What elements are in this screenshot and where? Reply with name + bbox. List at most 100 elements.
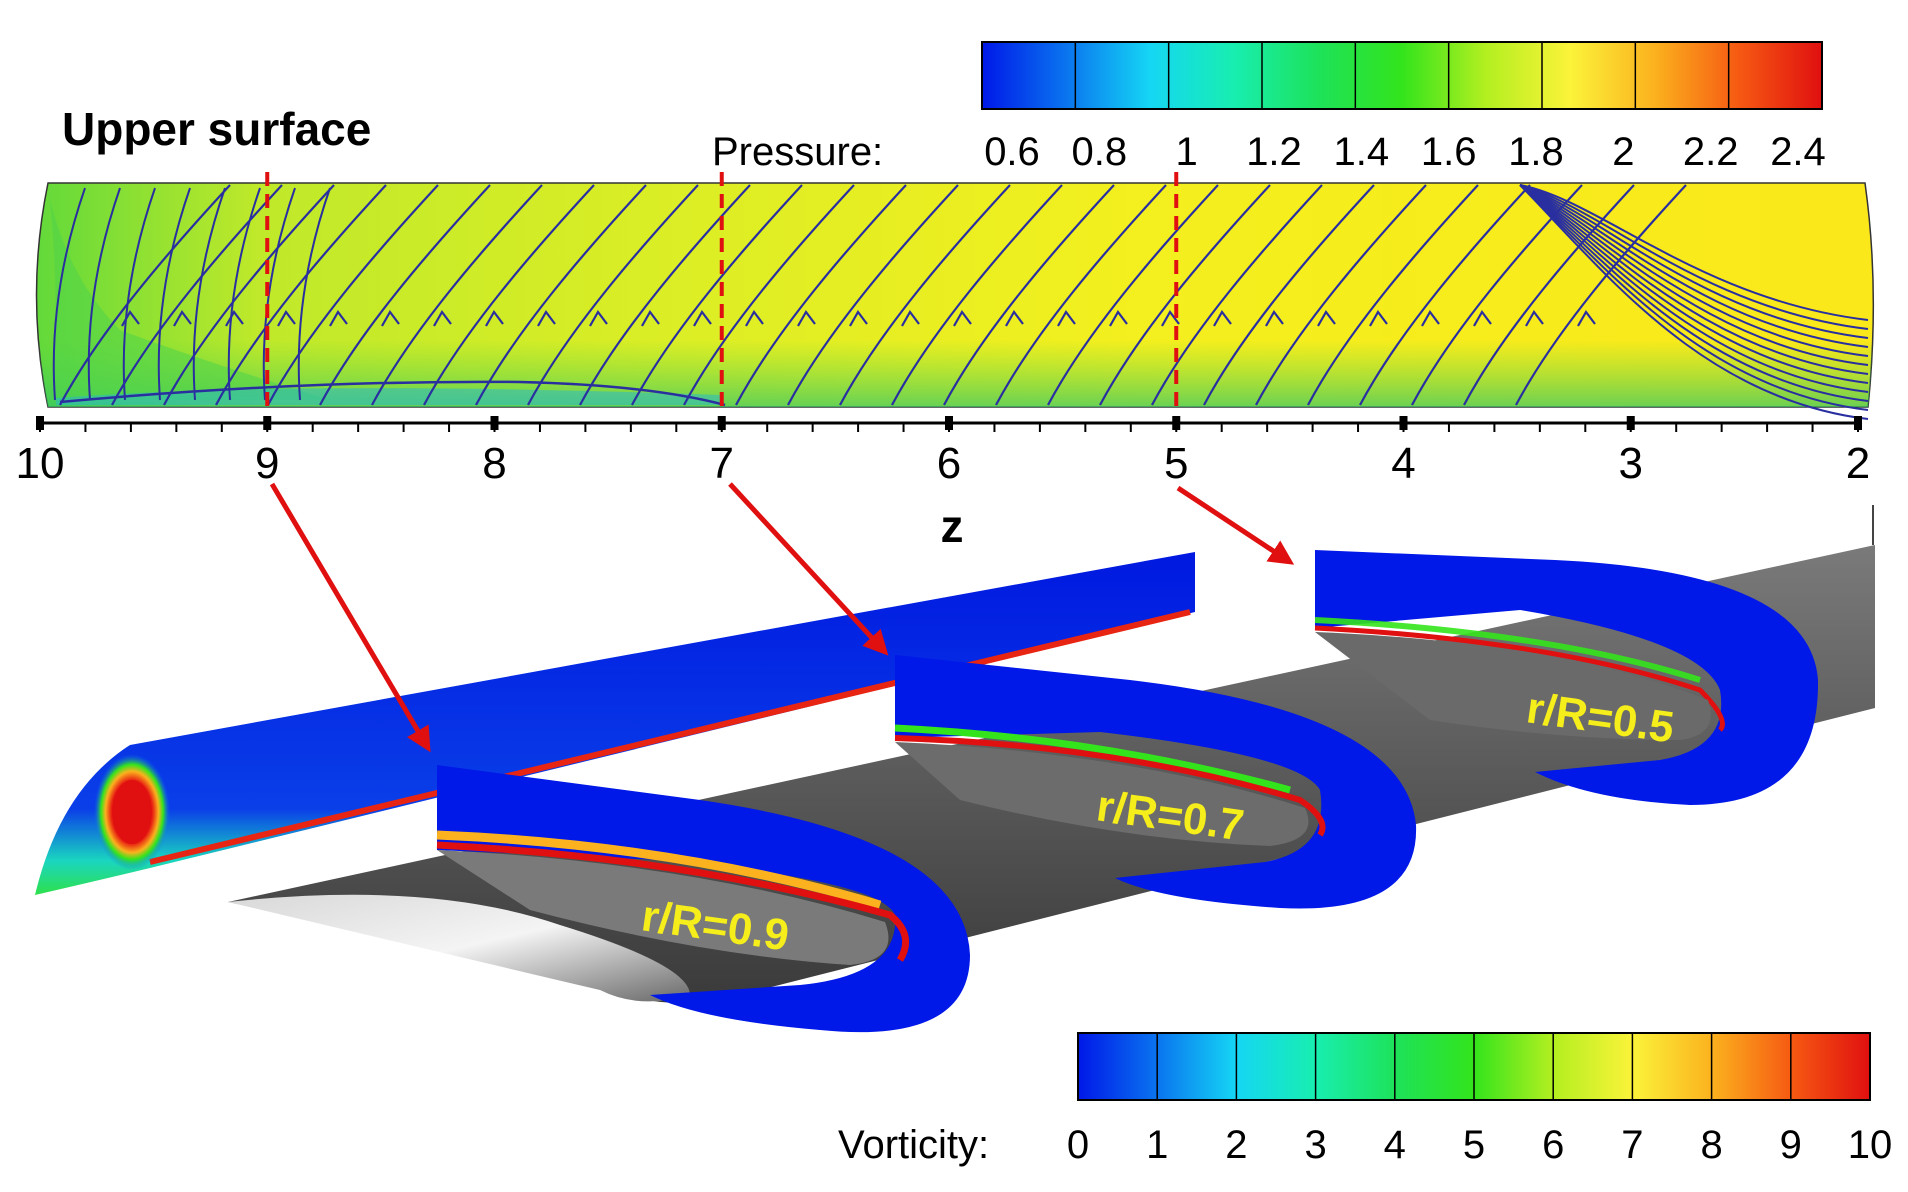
z-tick-label: 10 xyxy=(16,439,65,488)
streamline-tip xyxy=(157,187,191,401)
streamline xyxy=(319,184,491,406)
streamline xyxy=(787,184,959,406)
streamline xyxy=(1463,184,1635,406)
z-tick-label: 8 xyxy=(482,439,506,488)
surface-streamlines xyxy=(52,184,1869,420)
streamline-tip xyxy=(192,187,226,401)
tip-vortex-inner xyxy=(112,780,152,844)
z-tick-label: 9 xyxy=(255,439,279,488)
streamline-arrow xyxy=(121,310,140,327)
section-reference-lines xyxy=(265,172,1179,412)
streamline xyxy=(1151,184,1323,406)
slice-0.9-boundary-layer xyxy=(436,841,910,962)
slice-0.7-boundary-layer-halo xyxy=(894,724,1291,794)
streamline-arrow xyxy=(329,310,348,327)
slice-0.5-boundary-layer-halo xyxy=(1314,617,1701,683)
streamline-arrow xyxy=(1109,310,1128,327)
streamline xyxy=(1307,184,1479,406)
vorticity-colorbar-label: Vorticity: xyxy=(838,1123,989,1167)
section-arrows xyxy=(269,482,1295,753)
streamline-tip xyxy=(122,187,156,401)
streamline xyxy=(423,184,595,406)
streamline-inboard xyxy=(1519,184,1869,393)
streamline xyxy=(111,184,283,406)
streamline-arrow xyxy=(173,310,192,327)
streamline-arrow xyxy=(1161,310,1180,327)
streamline-inboard xyxy=(1519,184,1869,321)
streamline-arrow xyxy=(1265,310,1284,327)
streamline-inboard xyxy=(1519,184,1869,339)
streamline-tip xyxy=(87,187,121,401)
slice-0.5-boundary-layer xyxy=(1314,625,1725,732)
streamline-tip xyxy=(52,187,86,401)
streamline-inboard xyxy=(1519,184,1869,411)
vorticity-tick-label: 4 xyxy=(1384,1123,1406,1167)
blade-3d-view: r/R=0.5 r/R=0.7 r/R=0.9 xyxy=(35,482,1875,1033)
pressure-tick-label: 2.4 xyxy=(1770,130,1826,174)
streamline-arrow xyxy=(641,310,660,327)
streamline xyxy=(215,184,387,406)
vorticity-tick-label: 2 xyxy=(1225,1123,1247,1167)
streamline-inboard xyxy=(1519,184,1869,402)
streamline-inboard xyxy=(1519,184,1869,375)
slice-0.7-boundary-layer xyxy=(894,735,1326,837)
upper-surface-map xyxy=(35,172,1875,420)
vorticity-tick-label: 5 xyxy=(1463,1123,1485,1167)
pressure-tick-label: 1.4 xyxy=(1334,130,1390,174)
z-tick-label: 7 xyxy=(710,439,734,488)
streamline-inboard xyxy=(1519,184,1869,357)
pressure-tick-label: 0.8 xyxy=(1072,130,1128,174)
vorticity-tick-label: 0 xyxy=(1067,1123,1089,1167)
streamline xyxy=(995,184,1167,406)
streamline xyxy=(475,184,647,406)
vorticity-tick-label: 7 xyxy=(1621,1123,1643,1167)
wake-shear-layer xyxy=(149,609,1191,865)
pressure-tick-label: 1.6 xyxy=(1421,130,1477,174)
streamline xyxy=(1359,184,1531,406)
streamline xyxy=(735,184,907,406)
streamline-arrow xyxy=(589,310,608,327)
streamline-arrow xyxy=(1369,310,1388,327)
streamline xyxy=(59,184,231,406)
section-slice-0.5: r/R=0.5 xyxy=(1314,550,1819,805)
streamline xyxy=(839,184,1011,406)
pressure-colorbar-fill xyxy=(981,41,1823,110)
slice-0.7-airfoil xyxy=(895,742,1309,846)
streamline xyxy=(579,184,751,406)
z-tick-label: 5 xyxy=(1164,439,1188,488)
pressure-colorbar-label: Pressure: xyxy=(712,130,883,174)
streamline xyxy=(683,184,855,406)
streamline-tip xyxy=(227,187,261,401)
z-axis-label: z xyxy=(941,500,964,552)
streamline-arrow xyxy=(745,310,764,327)
pressure-tick-label: 2 xyxy=(1612,130,1634,174)
streamline-arrow xyxy=(381,310,400,327)
vorticity-tick-label: 9 xyxy=(1780,1123,1802,1167)
streamline-arrow xyxy=(485,310,504,327)
vorticity-tick-label: 6 xyxy=(1542,1123,1564,1167)
streamline-tip xyxy=(297,187,331,401)
pressure-tick-label: 2.2 xyxy=(1683,130,1739,174)
streamline xyxy=(891,184,1063,406)
arrow-z5 xyxy=(1176,485,1295,565)
streamline-arrow xyxy=(953,310,972,327)
streamline-inboard xyxy=(1519,184,1869,384)
streamline-arrow xyxy=(901,310,920,327)
slice-0.7-field xyxy=(895,655,1417,909)
streamline-inboard xyxy=(1519,184,1869,348)
streamline xyxy=(163,184,335,406)
streamline-inboard xyxy=(1519,184,1869,420)
streamline-arrow xyxy=(1421,310,1440,327)
slice-0.5-field xyxy=(1315,550,1819,805)
streamline xyxy=(1203,184,1375,406)
streamline-arrow xyxy=(1473,310,1492,327)
z-tick-label: 4 xyxy=(1391,439,1415,488)
tip-wake-plane xyxy=(35,552,1195,895)
vorticity-tick-label: 3 xyxy=(1304,1123,1326,1167)
